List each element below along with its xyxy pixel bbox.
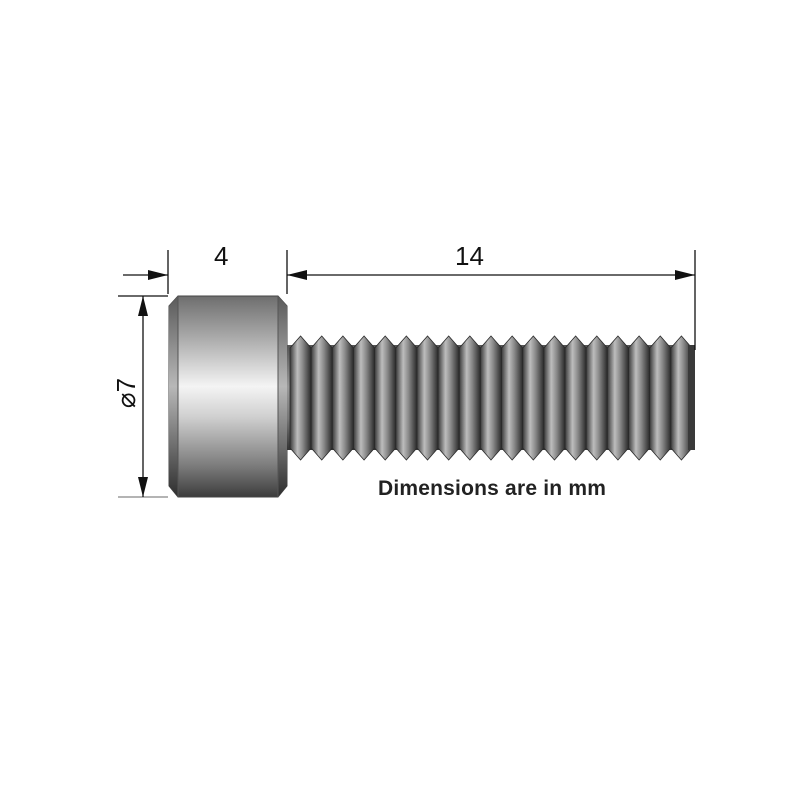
screw-head	[168, 295, 288, 498]
thread-tooth	[395, 335, 418, 461]
thread-tooth	[437, 335, 460, 461]
thread-tooth	[374, 335, 397, 461]
units-note: Dimensions are in mm	[378, 477, 607, 500]
thread-tooth	[458, 335, 481, 461]
thread-tooth	[480, 335, 502, 461]
thread-tooth	[649, 335, 672, 461]
dimension-lines	[118, 250, 696, 498]
thread-tooth	[353, 335, 376, 461]
thread-tooth	[289, 335, 312, 461]
head-length-label: 4	[214, 241, 229, 271]
thread-length-label: 14	[455, 241, 484, 271]
thread-tooth	[522, 335, 545, 461]
thread-tooth	[628, 335, 651, 461]
thread-tooth	[331, 335, 354, 461]
thread-tooth	[310, 335, 333, 461]
diameter-label: ⌀7	[111, 377, 141, 409]
screw-thread	[287, 335, 695, 461]
thread-tooth	[564, 335, 587, 461]
thread-tooth	[501, 335, 524, 461]
thread-tooth	[543, 335, 566, 461]
thread-tooth	[416, 335, 439, 461]
thread-tooth	[585, 335, 608, 461]
thread-tooth	[606, 335, 629, 461]
